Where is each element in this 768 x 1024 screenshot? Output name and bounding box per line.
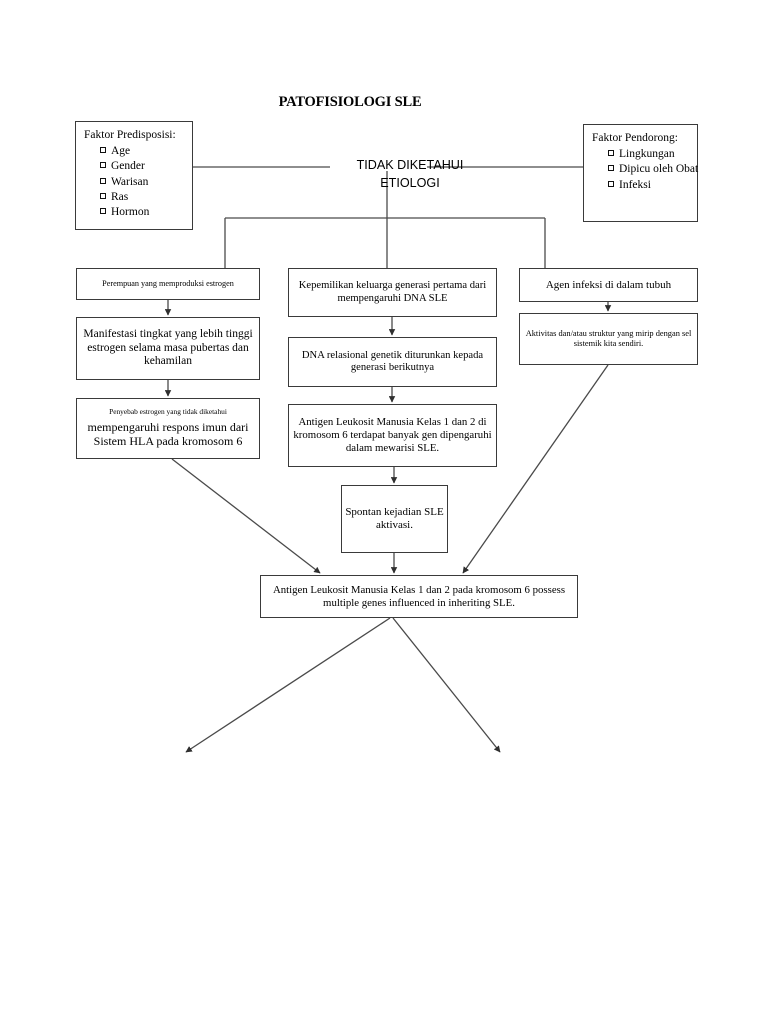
list-item: Gender	[100, 159, 149, 174]
checkbox-icon	[608, 180, 614, 187]
node-r2-text: Aktivitas dan/atau struktur yang mirip d…	[525, 329, 692, 348]
node-c3-text: Antigen Leukosit Manusia Kelas 1 dan 2 d…	[293, 416, 492, 454]
node-aktivitas-struktur-mirip[interactable]: Aktivitas dan/atau struktur yang mirip d…	[519, 313, 698, 365]
predisposing-item-3: Ras	[111, 190, 129, 203]
driving-list: Lingkungan Dipicu oleh Obat Infeksi	[592, 147, 698, 193]
predisposing-heading: Faktor Predisposisi:	[84, 129, 176, 141]
driving-item-1: Dipicu oleh Obat	[619, 163, 699, 176]
predisposing-item-1: Gender	[111, 160, 145, 173]
node-spontan-kejadian-sle[interactable]: Spontan kejadian SLE aktivasi.	[341, 485, 448, 553]
driving-item-2: Infeksi	[619, 178, 651, 191]
node-r1-text: Agen infeksi di dalam tubuh	[545, 278, 672, 291]
etiology-label: TIDAK DIKETAHUI ETIOLOGI	[330, 156, 490, 193]
node-l2-text: Manifestasi tingkat yang lebih tinggi es…	[83, 328, 253, 368]
node-agen-infeksi[interactable]: Agen infeksi di dalam tubuh	[519, 268, 698, 302]
list-item: Warisan	[100, 175, 149, 190]
predisposing-item-4: Hormon	[111, 205, 150, 218]
predisposing-item-2: Warisan	[111, 175, 149, 188]
arrow-r2-to-bottom	[462, 364, 609, 574]
node-antigen-leukosit-bottom[interactable]: Antigen Leukosit Manusia Kelas 1 dan 2 p…	[260, 575, 578, 618]
etiology-line-2: ETIOLOGI	[380, 176, 440, 191]
node-c4-text: Spontan kejadian SLE aktivasi.	[345, 506, 444, 531]
node-l1-text: Perempuan yang memproduksi estrogen	[102, 279, 234, 289]
predisposing-list: Age Gender Warisan Ras Hormon	[84, 144, 149, 220]
list-item: Hormon	[100, 205, 149, 220]
checkbox-icon	[100, 177, 106, 184]
node-perempuan-estrogen[interactable]: Perempuan yang memproduksi estrogen	[76, 268, 260, 300]
driving-item-0: Lingkungan	[619, 148, 675, 161]
list-item: Age	[100, 144, 149, 159]
node-faktor-predisposisi[interactable]: Faktor Predisposisi: Age Gender Warisan …	[75, 121, 193, 230]
checkbox-icon	[100, 192, 106, 199]
predisposing-item-0: Age	[111, 145, 131, 158]
node-manifestasi-estrogen[interactable]: Manifestasi tingkat yang lebih tinggi es…	[76, 317, 260, 380]
list-item: Lingkungan	[608, 147, 698, 162]
checkbox-icon	[100, 207, 106, 214]
driving-heading: Faktor Pendorong:	[592, 132, 678, 144]
node-faktor-pendorong[interactable]: Faktor Pendorong: Lingkungan Dipicu oleh…	[583, 124, 698, 222]
node-c2-text: DNA relasional genetik diturunkan kepada…	[301, 349, 484, 374]
page-title: PATOFISIOLOGI SLE	[278, 94, 422, 110]
list-item: Ras	[100, 190, 149, 205]
node-antigen-leukosit-kromosom[interactable]: Antigen Leukosit Manusia Kelas 1 dan 2 d…	[288, 404, 497, 467]
node-kepemilikan-keluarga[interactable]: Kepemilikan keluarga generasi pertama da…	[288, 268, 497, 317]
list-item: Dipicu oleh Obat	[608, 162, 698, 177]
node-bottom-text: Antigen Leukosit Manusia Kelas 1 dan 2 p…	[272, 583, 566, 609]
arrow-l3-to-bottom	[171, 458, 321, 574]
node-penyebab-estrogen-hla[interactable]: Penyebab estrogen yang tidak diketahui m…	[76, 398, 260, 459]
node-c1-text: Kepemilikan keluarga generasi pertama da…	[298, 280, 487, 304]
arrow-bottom-out-right	[392, 617, 501, 753]
checkbox-icon	[100, 162, 106, 169]
checkbox-icon	[608, 150, 614, 157]
checkbox-icon	[100, 147, 106, 154]
node-l3-subtext: Penyebab estrogen yang tidak diketahui	[109, 407, 227, 417]
etiology-line-1: TIDAK DIKETAHUI	[356, 158, 464, 172]
node-dna-relasional[interactable]: DNA relasional genetik diturunkan kepada…	[288, 337, 497, 387]
node-l3-text: mempengaruhi respons imun dari Sistem HL…	[87, 419, 249, 449]
arrow-bottom-out-left	[185, 617, 391, 753]
list-item: Infeksi	[608, 178, 698, 193]
checkbox-icon	[608, 165, 614, 172]
